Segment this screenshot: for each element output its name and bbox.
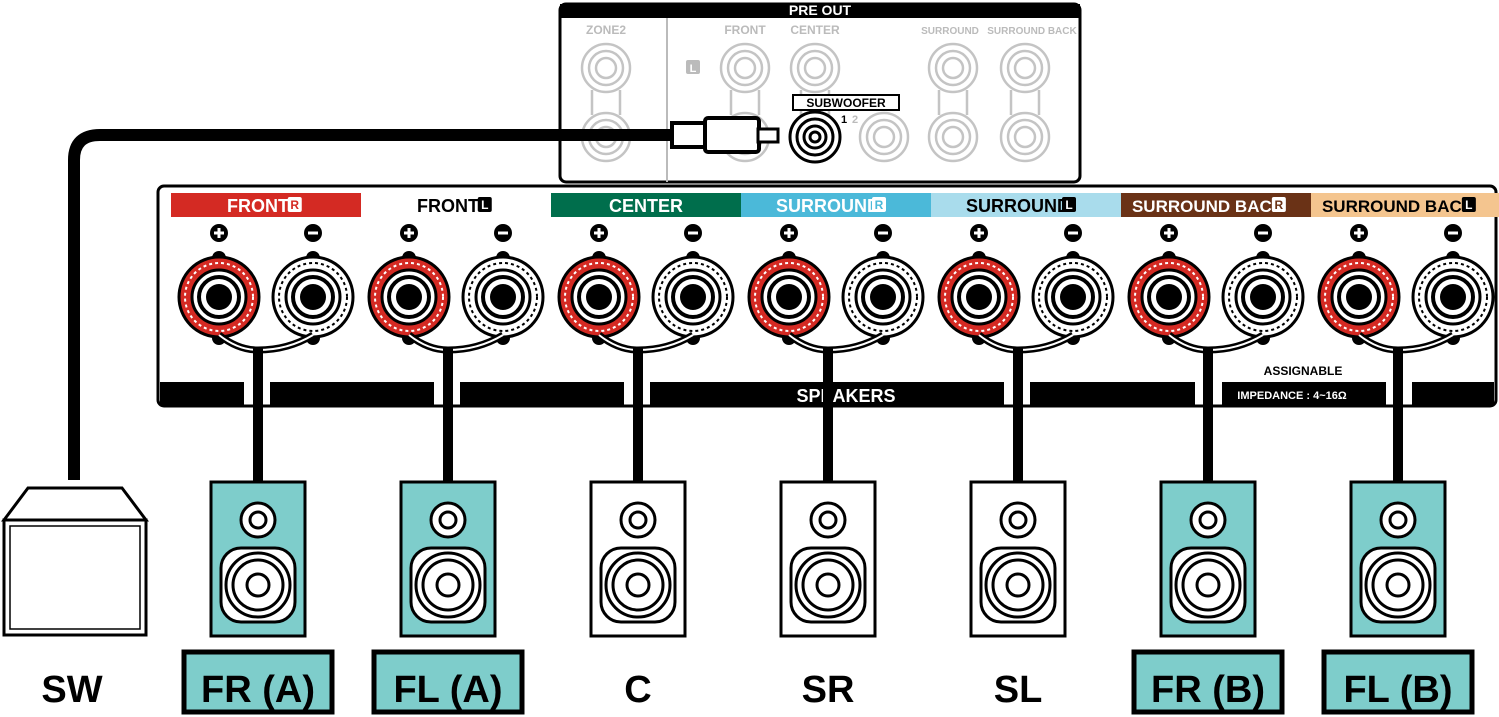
speaker-terminal-5	[1127, 224, 1305, 345]
speaker-box-1	[399, 480, 497, 638]
preout-jack	[927, 111, 979, 163]
terminal-channel-badge: L	[1465, 198, 1472, 212]
svg-text:FR (B): FR (B)	[1151, 669, 1265, 711]
assignable-label: ASSIGNABLE	[1264, 364, 1343, 378]
speaker-box-6	[1349, 480, 1447, 638]
pre-out-surround-label: SURROUND	[921, 26, 979, 37]
svg-text:SL: SL	[994, 669, 1043, 711]
speaker-terminal-6	[1317, 224, 1495, 345]
svg-text:FL (A): FL (A)	[393, 669, 502, 711]
speaker-terminal-1	[367, 224, 545, 345]
speaker-wire-0	[216, 331, 315, 482]
terminal-header-label: FRONT	[417, 196, 479, 216]
speakers-panel-label: SPEAKERS	[796, 386, 895, 406]
speaker-wire-1	[406, 331, 505, 482]
subwoofer-cable	[68, 129, 672, 480]
pre-out-surround-back-label: SURROUND BACK	[987, 26, 1077, 37]
speaker-label-3: SR	[802, 669, 855, 711]
terminal-channel-badge: L	[481, 198, 488, 212]
preout-jack	[719, 42, 771, 94]
terminal-channel-badge: R	[290, 198, 299, 212]
preout-jack	[999, 42, 1051, 94]
terminal-header-label: SURROUND	[776, 196, 880, 216]
impedance-label: IMPEDANCE : 4~16Ω	[1237, 390, 1347, 402]
pre-out-panel: PRE OUT ZONE2 FRONT CENTER SURROUND SURR…	[558, 2, 1082, 184]
pre-out-left-marker: L	[690, 63, 697, 75]
speaker-label-5: FR (B)	[1131, 649, 1285, 715]
svg-text:SR: SR	[802, 669, 855, 711]
terminal-channel-badge: L	[1065, 198, 1072, 212]
rca-plug	[670, 116, 780, 154]
subwoofer-out-1-label: 1	[841, 114, 847, 126]
preout-jack	[927, 42, 979, 94]
preout-jack	[789, 42, 841, 94]
terminal-header-label: SURROUND	[966, 196, 1070, 216]
speaker-wire-6	[1356, 331, 1455, 482]
subwoofer-unit	[1, 486, 149, 637]
subwoofer-out-2-jack	[858, 111, 910, 163]
pre-out-zone2-label: ZONE2	[586, 23, 626, 37]
speaker-box-5	[1159, 480, 1257, 638]
speaker-box-3	[779, 480, 877, 638]
speaker-label-2: C	[624, 669, 651, 711]
speakers-panel: SPEAKERS ASSIGNABLE IMPEDANCE : 4~16Ω FR…	[156, 184, 1499, 408]
speaker-box-0	[209, 480, 307, 638]
terminal-header-label: SURROUND BACK	[1132, 197, 1285, 216]
preout-jack	[580, 42, 632, 94]
pre-out-title: PRE OUT	[789, 2, 852, 18]
subwoofer-out-2-label: 2	[852, 114, 858, 126]
terminal-header-label: CENTER	[609, 196, 683, 216]
svg-text:FR (A): FR (A)	[201, 669, 315, 711]
terminal-channel-badge: R	[875, 198, 884, 212]
terminal-channel-badge: R	[1275, 198, 1284, 212]
speaker-terminal-3	[747, 224, 925, 345]
subwoofer-out-1-jack	[788, 110, 842, 164]
speaker-label-1: FL (A)	[371, 649, 525, 715]
pre-out-center-label: CENTER	[790, 23, 840, 37]
speaker-terminal-4	[937, 224, 1115, 345]
svg-text:C: C	[624, 669, 651, 711]
subwoofer-preout-label: SUBWOOFER	[806, 96, 886, 110]
preout-jack	[999, 111, 1051, 163]
svg-text:FL (B): FL (B)	[1343, 669, 1452, 711]
speaker-wire-2	[596, 331, 695, 482]
speaker-terminal-0	[177, 224, 355, 345]
speaker-label-4: SL	[994, 669, 1043, 711]
subwoofer-label: SW	[41, 669, 102, 711]
speaker-wire-4	[976, 331, 1075, 482]
speaker-box-4	[969, 480, 1067, 638]
speaker-wire-5	[1166, 331, 1265, 482]
terminal-header-label: SURROUND BACK	[1322, 197, 1475, 216]
terminal-header-2: CENTER	[551, 193, 741, 217]
speaker-label-6: FL (B)	[1321, 649, 1475, 715]
pre-out-front-label: FRONT	[724, 23, 766, 37]
speaker-terminal-2	[557, 224, 735, 345]
speaker-box-2	[589, 480, 687, 638]
terminal-header-label: FRONT	[227, 196, 289, 216]
speaker-wire-3	[786, 331, 885, 482]
speaker-label-0: FR (A)	[181, 649, 335, 715]
